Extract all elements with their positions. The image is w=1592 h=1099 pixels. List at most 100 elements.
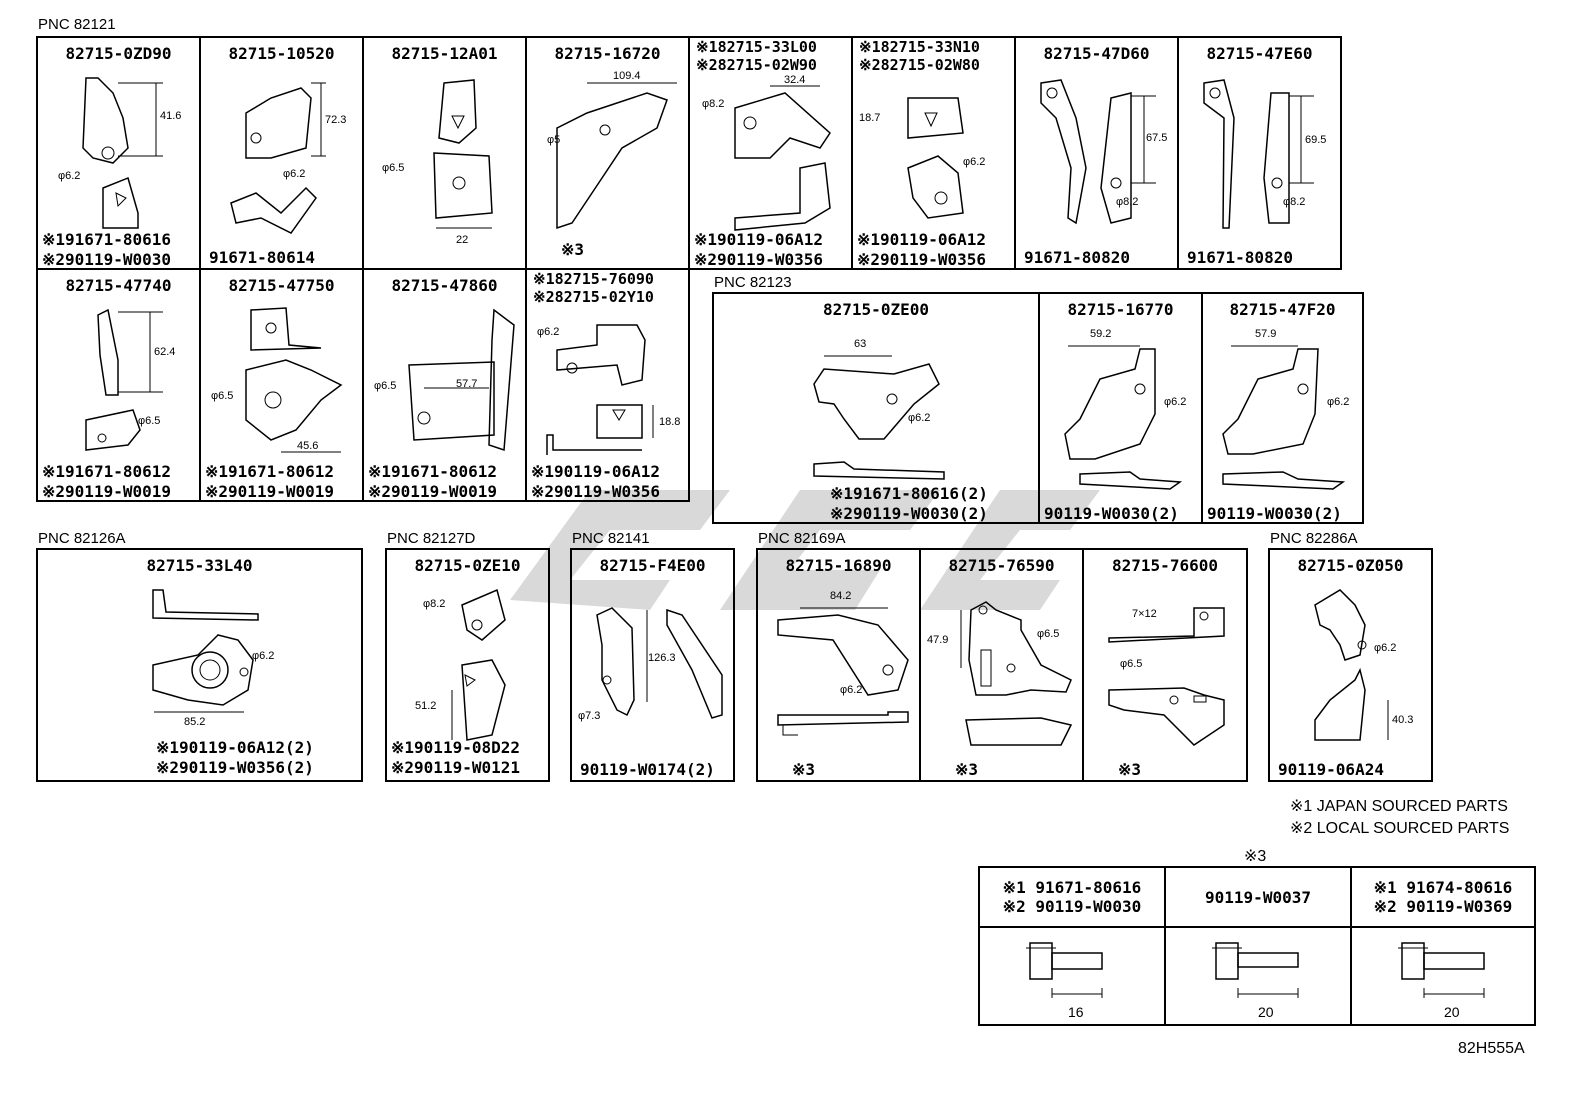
- part-number: 82715-0ZD90: [65, 44, 172, 63]
- dim-label: 32.4: [784, 74, 806, 86]
- bolt-number: 91671-80820: [1024, 248, 1130, 267]
- bolt-number: 91671-80820: [1187, 248, 1293, 267]
- bolt-length: 16: [1068, 1004, 1084, 1020]
- part-cell[interactable]: 82715-47F20 57.9 φ6.2 90119-W0030(2): [1203, 294, 1362, 523]
- dim-label: φ8.2: [702, 98, 725, 110]
- part-number: 82715-16770: [1067, 300, 1174, 319]
- dim-label: 57.9: [1255, 328, 1277, 340]
- part-number: 82715-47860: [391, 276, 498, 295]
- pnc-82126a-panel[interactable]: 82715-33L40 φ6.2 85.2 ※190119-06A12(2) ※…: [36, 548, 363, 782]
- part-number: 82715-76590: [948, 556, 1055, 575]
- bracket-drawing: [230, 82, 326, 234]
- part-cell[interactable]: 82715-76600 7×12 φ6.5 ※3: [1084, 550, 1246, 780]
- bolt-number: ※191671-80616: [42, 230, 171, 249]
- dim-label: 7×12: [1132, 608, 1157, 620]
- bracket-drawing: [734, 85, 831, 231]
- table-title: ※3: [1244, 848, 1267, 865]
- bolt-code-line: 90119-W0037: [1205, 887, 1311, 907]
- part-cell[interactable]: 82715-76590 47.9 φ6.5 ※3: [921, 550, 1084, 780]
- dim-label: φ8.2: [1116, 196, 1139, 208]
- dim-label: 41.6: [160, 110, 182, 122]
- part-number: 82715-47F20: [1229, 300, 1336, 319]
- bolt-number: ※190119-06A12: [531, 462, 660, 481]
- part-number: ※182715-33N10: [859, 38, 980, 56]
- part-number: 82715-47740: [65, 276, 172, 295]
- part-number: 82715-16890: [785, 556, 892, 575]
- pnc-82286a-panel[interactable]: 82715-0Z050 φ6.2 40.3 90119-06A24: [1268, 548, 1433, 782]
- bolt-number: ※190119-06A12: [857, 230, 986, 249]
- part-cell[interactable]: 82715-0ZD90 41.6 φ6.2 ※191671-80616 ※290…: [38, 38, 201, 269]
- bracket-drawing: [556, 82, 677, 230]
- dim-label: 45.6: [297, 440, 319, 452]
- bolt-number: ※191671-80612: [368, 462, 497, 481]
- bracket-drawing: [152, 589, 259, 713]
- pnc-label: PNC 82126A: [38, 530, 126, 547]
- dim-label: 109.4: [613, 70, 641, 82]
- bolt-table: ※1 91671-80616 ※2 90119-W0030 16 90119-W…: [978, 866, 1536, 1026]
- bolt-number: ※190119-08D22: [391, 738, 520, 757]
- dim-label: 47.9: [927, 634, 949, 646]
- dim-label: φ6.2: [252, 650, 275, 662]
- part-cell[interactable]: 82715-10520 72.3 φ6.2 91671-80614: [201, 38, 364, 268]
- bolt-code-line: ※2 90119-W0369: [1373, 897, 1513, 916]
- bolt-col[interactable]: 90119-W0037 20: [1166, 868, 1352, 1024]
- dim-label: φ5: [547, 134, 561, 146]
- part-number: 82715-10520: [228, 44, 335, 63]
- bracket-drawing: [1314, 589, 1389, 741]
- part-cell[interactable]: 82715-16770 59.2 φ6.2 90119-W0030(2): [1040, 294, 1203, 523]
- bolt-code-line: ※2 90119-W0030: [1002, 897, 1142, 916]
- part-number: 82715-0ZE10: [414, 556, 521, 575]
- part-cell[interactable]: 82715-47E60 69.5 φ8.2 91671-80820: [1179, 38, 1340, 268]
- bolt-col[interactable]: ※1 91671-80616 ※2 90119-W0030 16: [980, 868, 1166, 1024]
- part-cell[interactable]: 82715-16720 109.4 φ5 ※3: [527, 38, 690, 268]
- pnc-82127d-panel[interactable]: 82715-0ZE10 φ8.2 51.2 ※190119-08D22 ※290…: [385, 548, 550, 782]
- part-number: 82715-47D60: [1043, 44, 1150, 63]
- bracket-drawing: [85, 308, 163, 451]
- bolt-number: 90119-W0030(2): [1207, 504, 1342, 523]
- dim-label: φ6.2: [840, 684, 863, 696]
- bolt-number: ※3: [792, 760, 816, 779]
- pnc-label: PNC 82123: [714, 274, 792, 291]
- pnc-label: PNC 82121: [38, 16, 116, 33]
- dim-label: 62.4: [154, 346, 176, 358]
- pnc-label: PNC 82141: [572, 530, 650, 547]
- pnc-82123-panel: 82715-0ZE00 63 φ6.2 ※191671-80616(2) ※29…: [712, 292, 1364, 524]
- dim-label: φ6.2: [1327, 396, 1350, 408]
- part-cell[interactable]: 82715-12A01 φ6.5 22: [364, 38, 527, 268]
- bolt-col[interactable]: ※1 91674-80616 ※2 90119-W0369 20: [1352, 868, 1534, 1024]
- bolt-number: 91671-80614: [209, 248, 315, 267]
- part-number: 82715-33L40: [146, 556, 253, 575]
- bolt-number: ※290119-W0121: [391, 758, 520, 777]
- dim-label: φ6.5: [382, 162, 405, 174]
- part-cell[interactable]: ※182715-33N10 ※282715-02W80 18.7 φ6.2 ※1…: [853, 38, 1016, 269]
- bracket-drawing: [1108, 607, 1225, 746]
- part-cell[interactable]: 82715-47860 φ6.5 57.7 ※191671-80612 ※290…: [364, 270, 527, 501]
- pnc-82121-panel-row2: 82715-47740 62.4 φ6.5 ※191671-80612 ※290…: [36, 268, 690, 502]
- bolt-code-line: ※1 91671-80616: [1002, 878, 1142, 897]
- part-number-alt: ※282715-02W90: [696, 56, 817, 74]
- bracket-drawing: [1203, 79, 1314, 229]
- bolt-number: ※191671-80616(2): [830, 484, 988, 503]
- dim-label: φ6.2: [1164, 396, 1187, 408]
- part-cell[interactable]: 82715-47750 φ6.5 45.6 ※191671-80612 ※290…: [201, 270, 364, 501]
- dim-label: φ6.5: [138, 415, 161, 427]
- bolt-length: 20: [1258, 1004, 1274, 1020]
- pnc-82141-panel[interactable]: 82715-F4E00 126.3 φ7.3 90119-W0174(2): [570, 548, 735, 782]
- part-cell[interactable]: 82715-16890 84.2 φ6.2 ※3: [758, 550, 921, 780]
- part-cell[interactable]: 82715-47740 62.4 φ6.5 ※191671-80612 ※290…: [38, 270, 201, 501]
- note-local: ※2 LOCAL SOURCED PARTS: [1290, 820, 1510, 837]
- bolt-number: ※3: [561, 240, 585, 259]
- part-number-alt: ※282715-02Y10: [533, 288, 654, 306]
- part-cell[interactable]: ※182715-33L00 ※282715-02W90 32.4 φ8.2 ※1…: [690, 38, 853, 269]
- dim-label: 67.5: [1146, 132, 1168, 144]
- dim-label: φ8.2: [423, 598, 446, 610]
- bracket-drawing: [82, 77, 163, 229]
- dim-label: 72.3: [325, 114, 347, 126]
- dim-label: φ7.3: [578, 710, 601, 722]
- bolt-number: ※290119-W0019: [368, 482, 497, 501]
- part-cell[interactable]: 82715-47D60 67.5 φ8.2 91671-80820: [1016, 38, 1179, 268]
- part-cell[interactable]: 82715-0ZE00 63 φ6.2 ※191671-80616(2) ※29…: [714, 294, 1040, 523]
- part-cell[interactable]: ※182715-76090 ※282715-02Y10 φ6.2 18.8 ※1…: [527, 270, 688, 501]
- dim-label: φ6.5: [374, 380, 397, 392]
- dim-label: φ6.2: [963, 156, 986, 168]
